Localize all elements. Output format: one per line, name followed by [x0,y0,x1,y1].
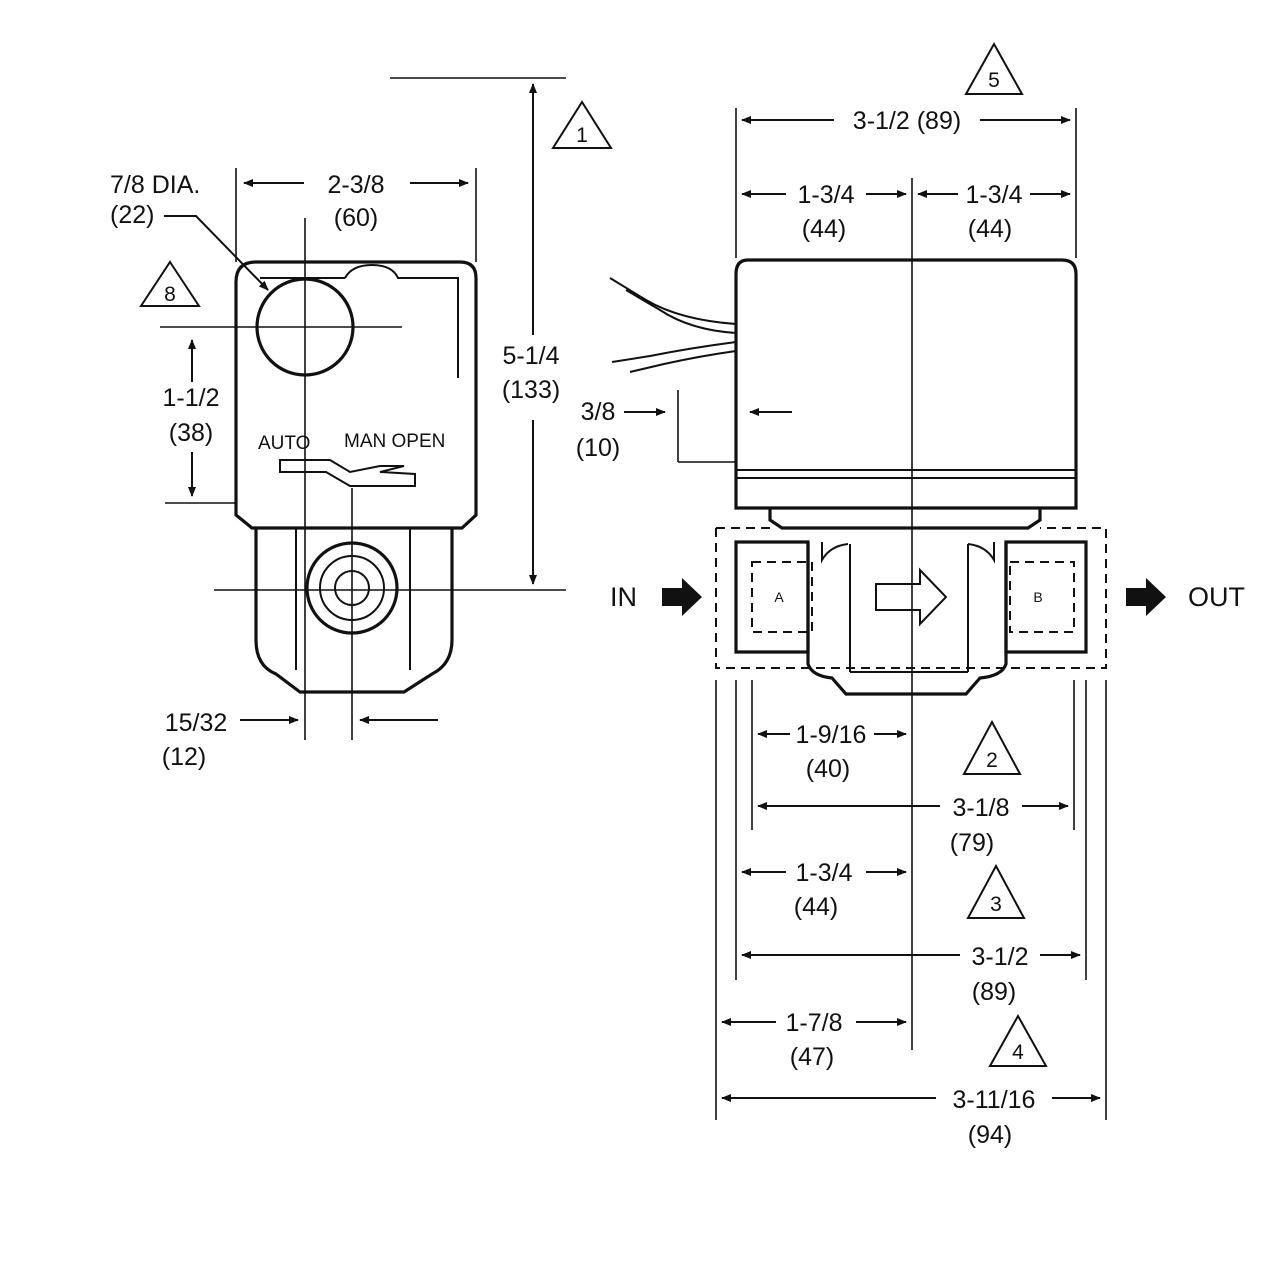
overall-width-label: 3-1/2 (89) [853,107,961,135]
dim3-half-label: 1-3/4 [796,859,853,887]
offset-metric: (12) [162,743,206,771]
port-a-label: A [774,589,784,605]
note-8-label: 8 [164,283,176,306]
dim3-full-label: 3-1/2 [972,943,1029,971]
manual-lever-slot [279,459,416,487]
dim3-full-metric: (89) [972,978,1016,1006]
man-open-label: MAN OPEN [344,431,445,452]
lever-metric: (38) [169,419,213,447]
left-actuator-housing [234,260,478,530]
left-valve-body [254,528,454,694]
dim2-full-metric: (79) [950,829,994,857]
dim4-half-metric: (47) [790,1043,834,1071]
valve-body-center [806,542,1008,696]
note-5-label: 5 [988,69,1000,92]
half-left-metric: (44) [802,215,846,243]
note-2-label: 2 [986,749,998,772]
dim4-full-metric: (94) [968,1121,1012,1149]
actuator-box [734,258,1078,510]
note-triangle-2: 2 [962,719,1022,775]
height-metric: (133) [502,376,560,404]
dim2-half-label: 1-9/16 [796,721,867,749]
height-label: 5-1/4 [503,342,560,370]
half-right-label: 1-3/4 [966,181,1023,209]
width-metric: (60) [334,204,378,232]
note-1-label: 1 [576,124,588,147]
note-triangle-1: 1 [551,100,613,149]
port-b-label: B [1033,589,1042,605]
out-label: OUT [1188,582,1245,612]
dim4-half-label: 1-7/8 [786,1009,843,1037]
note-triangle-8: 8 [139,260,201,307]
lever-label: 1-1/2 [163,384,220,412]
dim2-full-label: 3-1/8 [953,794,1010,822]
note-triangle-5: 5 [964,41,1024,95]
dia-metric: (22) [110,201,154,229]
dia-label: 7/8 DIA. [110,171,200,199]
note-3-label: 3 [990,893,1002,916]
dim2-half-metric: (40) [806,755,850,783]
half-left-label: 1-3/4 [798,181,855,209]
half-right-metric: (44) [968,215,1012,243]
lead-offset-label: 3/8 [581,398,616,426]
note-triangle-3: 3 [966,863,1026,919]
note-triangle-4: 4 [988,1013,1048,1067]
dim3-half-metric: (44) [794,893,838,921]
in-arrow-icon [662,578,702,616]
in-label: IN [610,582,637,612]
out-arrow-icon [1126,578,1166,616]
auto-label: AUTO [258,433,310,454]
right-view [609,108,1166,1120]
note-4-label: 4 [1012,1041,1024,1064]
lead-offset-metric: (10) [576,434,620,462]
left-view [160,77,566,740]
width-label: 2-3/8 [328,171,385,199]
flow-direction-arrow [875,567,948,627]
dim4-full-label: 3-11/16 [953,1086,1036,1114]
offset-label: 15/32 [165,709,228,737]
